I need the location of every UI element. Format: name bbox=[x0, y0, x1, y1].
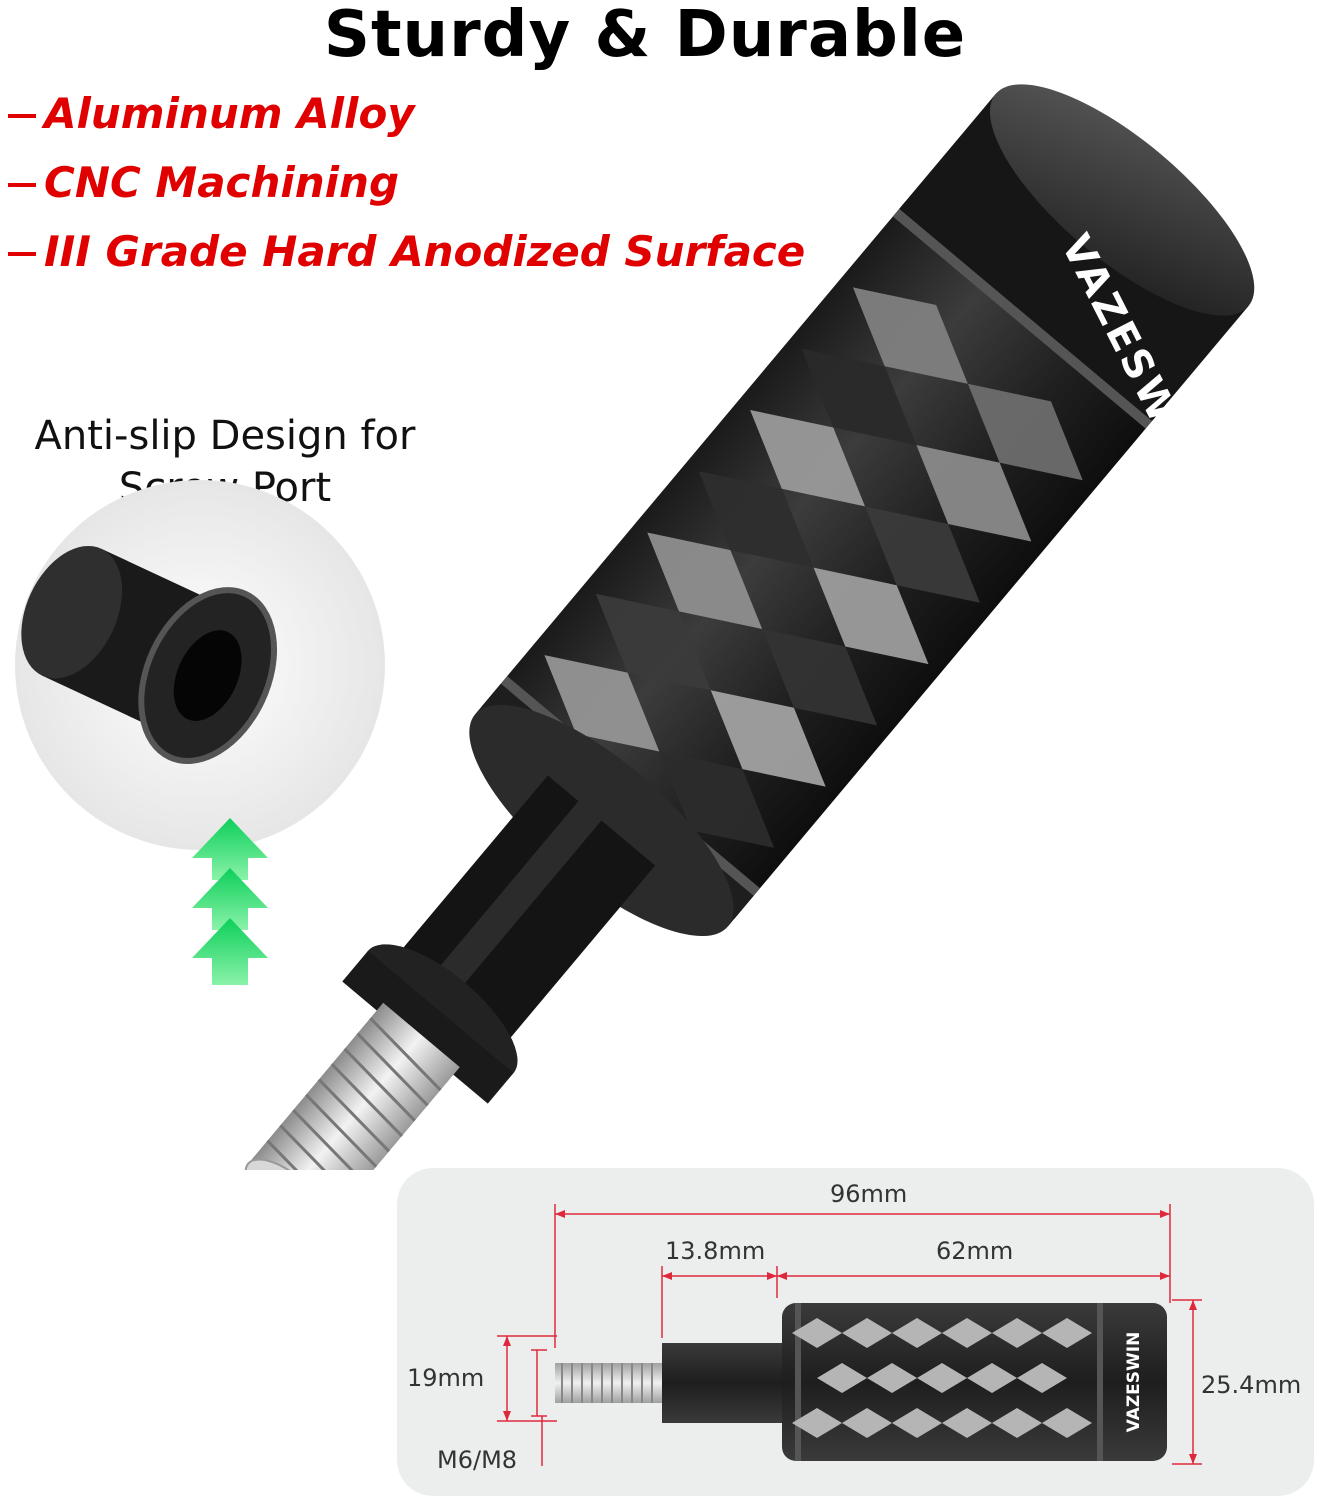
feature-item: III Grade Hard Anodized Surface bbox=[8, 224, 805, 293]
feature-item: Aluminum Alloy bbox=[8, 86, 805, 155]
product-illustration: VAZESWIN bbox=[15, 84, 1255, 1170]
feature-label: CNC Machining bbox=[44, 158, 400, 207]
brand-mark-small: VAZESWIN bbox=[1124, 1332, 1144, 1433]
screw-port-inset bbox=[15, 480, 385, 850]
dash-icon bbox=[8, 183, 36, 187]
dim-thread-size: M6/M8 bbox=[437, 1446, 518, 1474]
product-side-view: VAZESWIN bbox=[555, 1303, 1167, 1461]
dimension-drawing: VAZESWIN bbox=[497, 1204, 1202, 1466]
dash-icon bbox=[8, 114, 36, 118]
dash-icon bbox=[8, 252, 36, 256]
grip-body bbox=[244, 84, 1255, 1170]
feature-item: CNC Machining bbox=[8, 155, 805, 224]
feature-label: Aluminum Alloy bbox=[44, 89, 415, 138]
feature-list: Aluminum Alloy CNC Machining III Grade H… bbox=[8, 86, 805, 293]
dim-stud-length: 13.8mm bbox=[665, 1237, 766, 1265]
dim-thread-diameter: 19mm bbox=[407, 1364, 485, 1392]
page-title: Sturdy & Durable bbox=[323, 0, 967, 72]
callout-line-1: Anti-slip Design for bbox=[34, 413, 416, 459]
dim-body-length: 62mm bbox=[936, 1237, 1014, 1265]
dim-body-diameter: 25.4mm bbox=[1201, 1371, 1302, 1399]
up-arrows-icon bbox=[192, 818, 268, 985]
feature-label: III Grade Hard Anodized Surface bbox=[44, 227, 806, 276]
dim-total-length: 96mm bbox=[830, 1180, 908, 1208]
